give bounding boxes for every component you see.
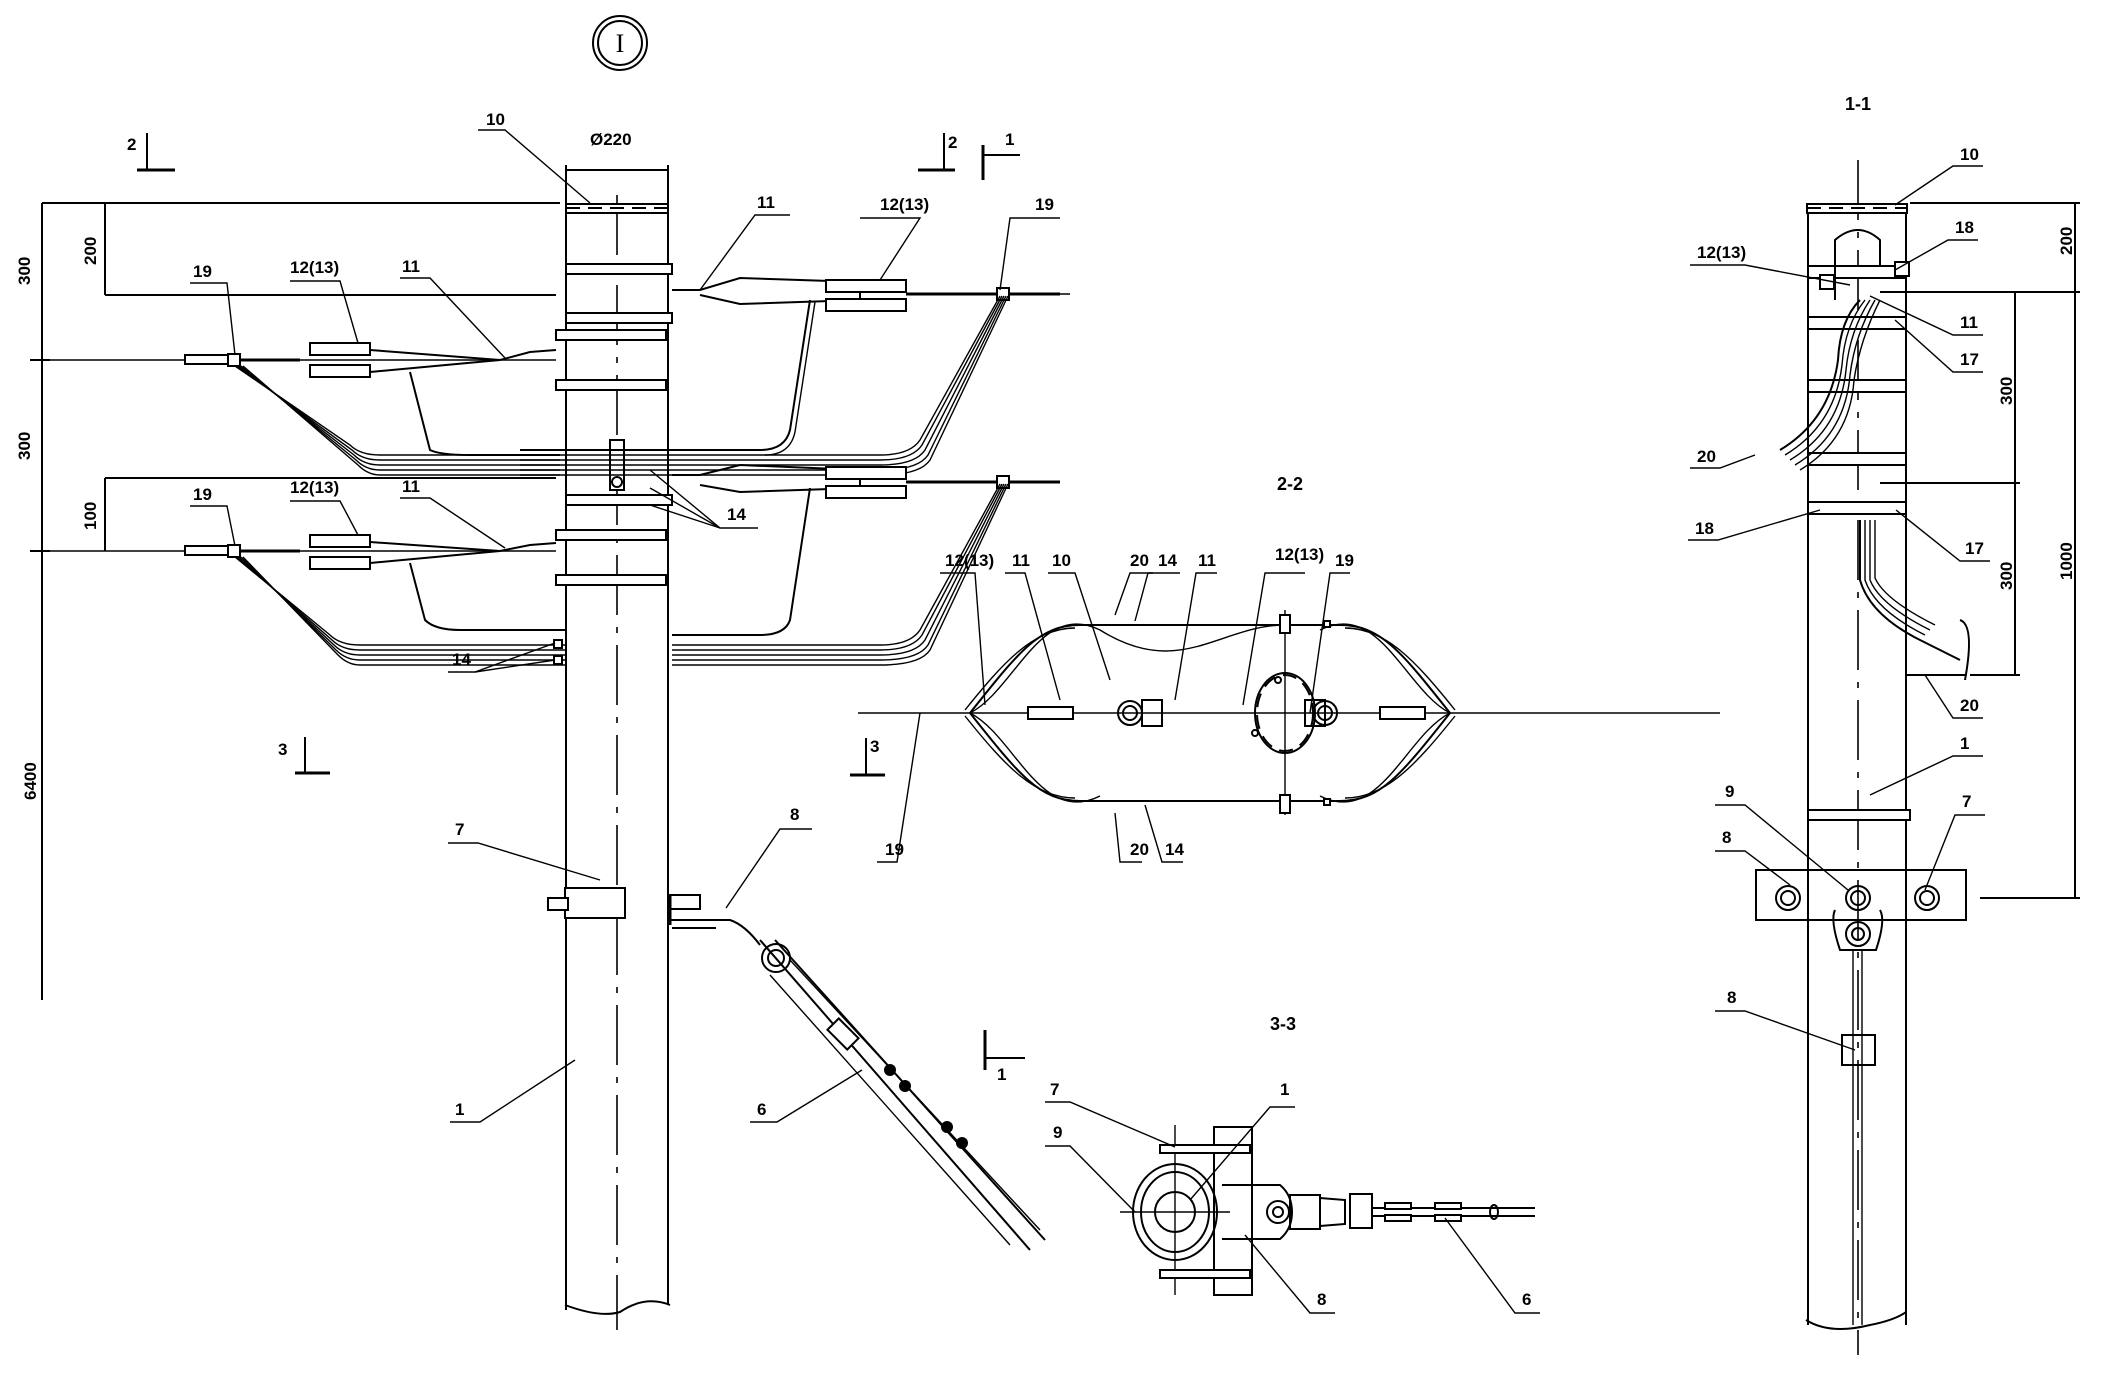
callout-19-left-lower: 19 bbox=[193, 485, 212, 504]
callout-12-left: 12(13) bbox=[945, 551, 994, 570]
dim-200: 200 bbox=[2057, 227, 2076, 255]
section-mark-2-right: 2 bbox=[948, 133, 957, 152]
callout-1: 1 bbox=[455, 1100, 464, 1119]
upper-left-anchor bbox=[30, 342, 560, 476]
callout-9: 9 bbox=[1725, 782, 1734, 801]
callout-1: 1 bbox=[1280, 1080, 1289, 1099]
callout-9: 9 bbox=[1053, 1123, 1062, 1142]
front-dimensions: 300 200 300 100 6400 Ø220 bbox=[15, 130, 669, 1000]
callout-17-lower: 17 bbox=[1965, 539, 1984, 558]
section-3-3-title: 3-3 bbox=[1270, 1014, 1296, 1034]
callout-20-upper: 20 bbox=[1697, 447, 1716, 466]
callout-1: 1 bbox=[1960, 734, 1969, 753]
callout-20-top: 20 bbox=[1130, 551, 1149, 570]
callout-6: 6 bbox=[757, 1100, 766, 1119]
callout-10: 10 bbox=[1052, 551, 1071, 570]
callout-11: 11 bbox=[1960, 313, 1978, 332]
section-2-2: 2-2 3 12(13) 11 10 bbox=[850, 474, 1720, 863]
front-callouts: 10 11 12(13) 19 19 12(13) 11 19 12(13) 1… bbox=[190, 110, 1060, 1123]
dim-6400: 6400 bbox=[21, 762, 40, 800]
dim-300-top: 300 bbox=[15, 257, 34, 285]
callout-11-left-upper: 11 bbox=[402, 257, 420, 276]
callout-8: 8 bbox=[1317, 1290, 1326, 1309]
dim-300-upper: 300 bbox=[1997, 377, 2016, 405]
front-view: 300 200 300 100 6400 Ø220 2 2 1 1 3 10 1… bbox=[15, 110, 1070, 1330]
detail-marker: I bbox=[592, 15, 648, 71]
section-1-1: 1-1 bbox=[1688, 94, 2080, 1355]
section-mark-1-top: 1 bbox=[1005, 130, 1014, 149]
callout-6: 6 bbox=[1522, 1290, 1531, 1309]
section-3-3: 3-3 7 9 1 8 6 bbox=[1045, 1014, 1540, 1314]
callout-11-right: 11 bbox=[757, 193, 775, 212]
upper-right-anchor bbox=[520, 276, 1070, 476]
callout-12: 12(13) bbox=[1697, 243, 1746, 262]
callout-14-top: 14 bbox=[1158, 551, 1177, 570]
callout-19-left: 19 bbox=[885, 840, 904, 859]
section-mark-3: 3 bbox=[278, 740, 287, 759]
main-pole bbox=[547, 195, 701, 1330]
callout-20-bottom: 20 bbox=[1130, 840, 1149, 859]
lower-right-anchor bbox=[672, 463, 1060, 666]
dim-200: 200 bbox=[81, 237, 100, 265]
dim-300-mid: 300 bbox=[15, 432, 34, 460]
callout-8: 8 bbox=[790, 805, 799, 824]
section-mark-2-left: 2 bbox=[127, 135, 136, 154]
callout-18-lower: 18 bbox=[1695, 519, 1714, 538]
callout-8-lower: 8 bbox=[1727, 988, 1736, 1007]
section-mark-1-bottom: 1 bbox=[997, 1065, 1006, 1084]
callout-20-lower: 20 bbox=[1960, 696, 1979, 715]
callout-14-upper: 14 bbox=[727, 505, 746, 524]
callout-8-upper: 8 bbox=[1722, 828, 1731, 847]
callout-10: 10 bbox=[486, 110, 505, 129]
section-1-1-title: 1-1 bbox=[1845, 94, 1871, 114]
callout-18-upper: 18 bbox=[1955, 218, 1974, 237]
lower-left-anchor bbox=[30, 534, 566, 666]
section-marks: 2 2 1 1 3 bbox=[127, 130, 1025, 1084]
callout-11-left: 11 bbox=[1012, 551, 1030, 570]
callout-19-left-upper: 19 bbox=[193, 262, 212, 281]
guy-wire-assembly bbox=[670, 919, 1046, 1251]
dim-diameter: Ø220 bbox=[590, 130, 632, 149]
callout-19-right: 19 bbox=[1335, 551, 1354, 570]
callout-14-bottom: 14 bbox=[1165, 840, 1184, 859]
dim-100: 100 bbox=[81, 502, 100, 530]
callout-17-upper: 17 bbox=[1960, 350, 1979, 369]
callout-14-lower: 14 bbox=[452, 650, 471, 669]
callout-19-right: 19 bbox=[1035, 195, 1054, 214]
callout-7: 7 bbox=[1050, 1080, 1059, 1099]
section-2-2-mark-3: 3 bbox=[870, 737, 879, 756]
callout-10: 10 bbox=[1960, 145, 1979, 164]
dim-1000: 1000 bbox=[2057, 542, 2076, 580]
callout-11-right: 11 bbox=[1198, 551, 1216, 570]
detail-marker-label: I bbox=[616, 29, 625, 58]
callout-12-left-lower: 12(13) bbox=[290, 478, 339, 497]
callout-12-right: 12(13) bbox=[1275, 545, 1324, 564]
callout-12-right: 12(13) bbox=[880, 195, 929, 214]
callout-7: 7 bbox=[1962, 792, 1971, 811]
callout-11-left-lower: 11 bbox=[402, 477, 420, 496]
callout-12-left-upper: 12(13) bbox=[290, 258, 339, 277]
section-2-2-title: 2-2 bbox=[1277, 474, 1303, 494]
dim-300-lower: 300 bbox=[1997, 562, 2016, 590]
callout-7: 7 bbox=[455, 820, 464, 839]
